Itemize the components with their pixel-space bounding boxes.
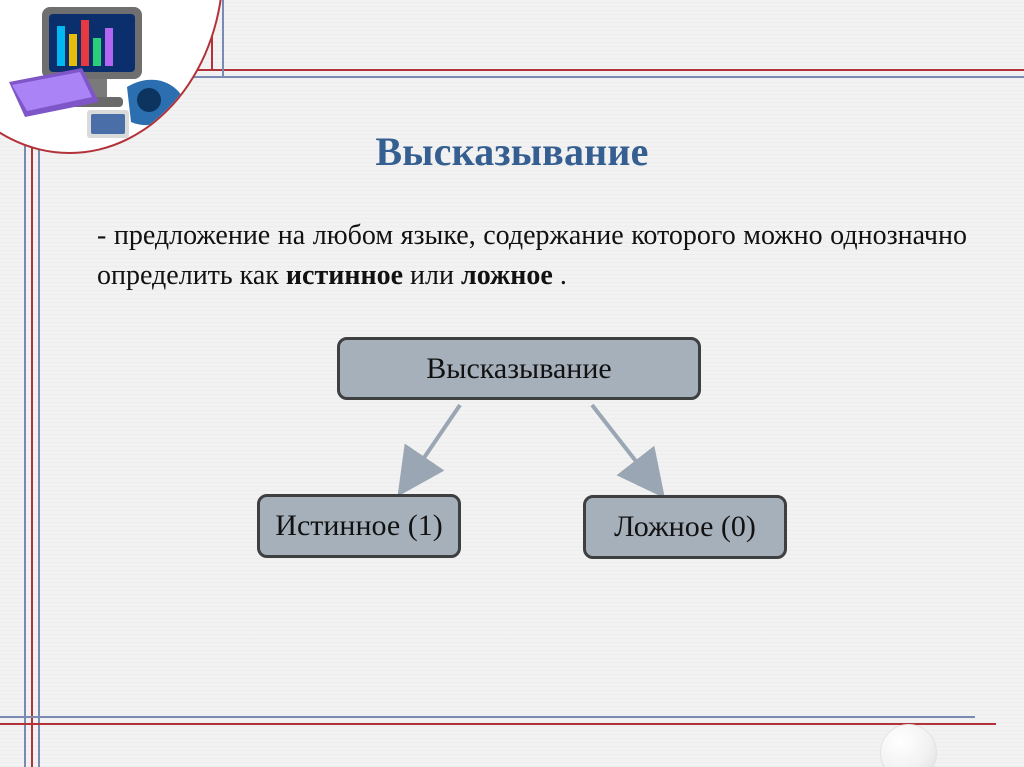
definition-text: - предложение на любом языке, содержание… bbox=[97, 216, 967, 296]
diagram-false-node: Ложное (0) bbox=[583, 495, 787, 559]
diagram-root-node: Высказывание bbox=[337, 337, 701, 400]
top-vertical-blue-line bbox=[222, 0, 224, 76]
left-blue-line-outer bbox=[24, 142, 26, 767]
diagram-root-label: Высказывание bbox=[426, 354, 611, 384]
bottom-blue-line bbox=[0, 716, 975, 718]
top-vertical-red-line bbox=[211, 0, 213, 70]
left-red-line bbox=[31, 142, 33, 767]
top-red-line bbox=[190, 69, 1024, 71]
arrow-left bbox=[402, 405, 460, 490]
diagram-true-label: Истинное (1) bbox=[275, 511, 442, 541]
slide-title: Высказывание bbox=[0, 128, 1024, 175]
definition-suffix: . bbox=[560, 260, 567, 291]
top-blue-line bbox=[190, 76, 1024, 78]
definition-middle: или bbox=[410, 260, 461, 291]
left-blue-line-inner bbox=[38, 142, 40, 767]
definition-true-word: истинное bbox=[286, 260, 403, 291]
decorative-disc-icon bbox=[880, 724, 937, 767]
diagram-false-label: Ложное (0) bbox=[614, 512, 756, 542]
definition-false-word: ложное bbox=[461, 260, 553, 291]
arrow-right bbox=[592, 405, 660, 492]
diagram-true-node: Истинное (1) bbox=[257, 494, 461, 558]
bottom-red-line bbox=[0, 723, 996, 725]
